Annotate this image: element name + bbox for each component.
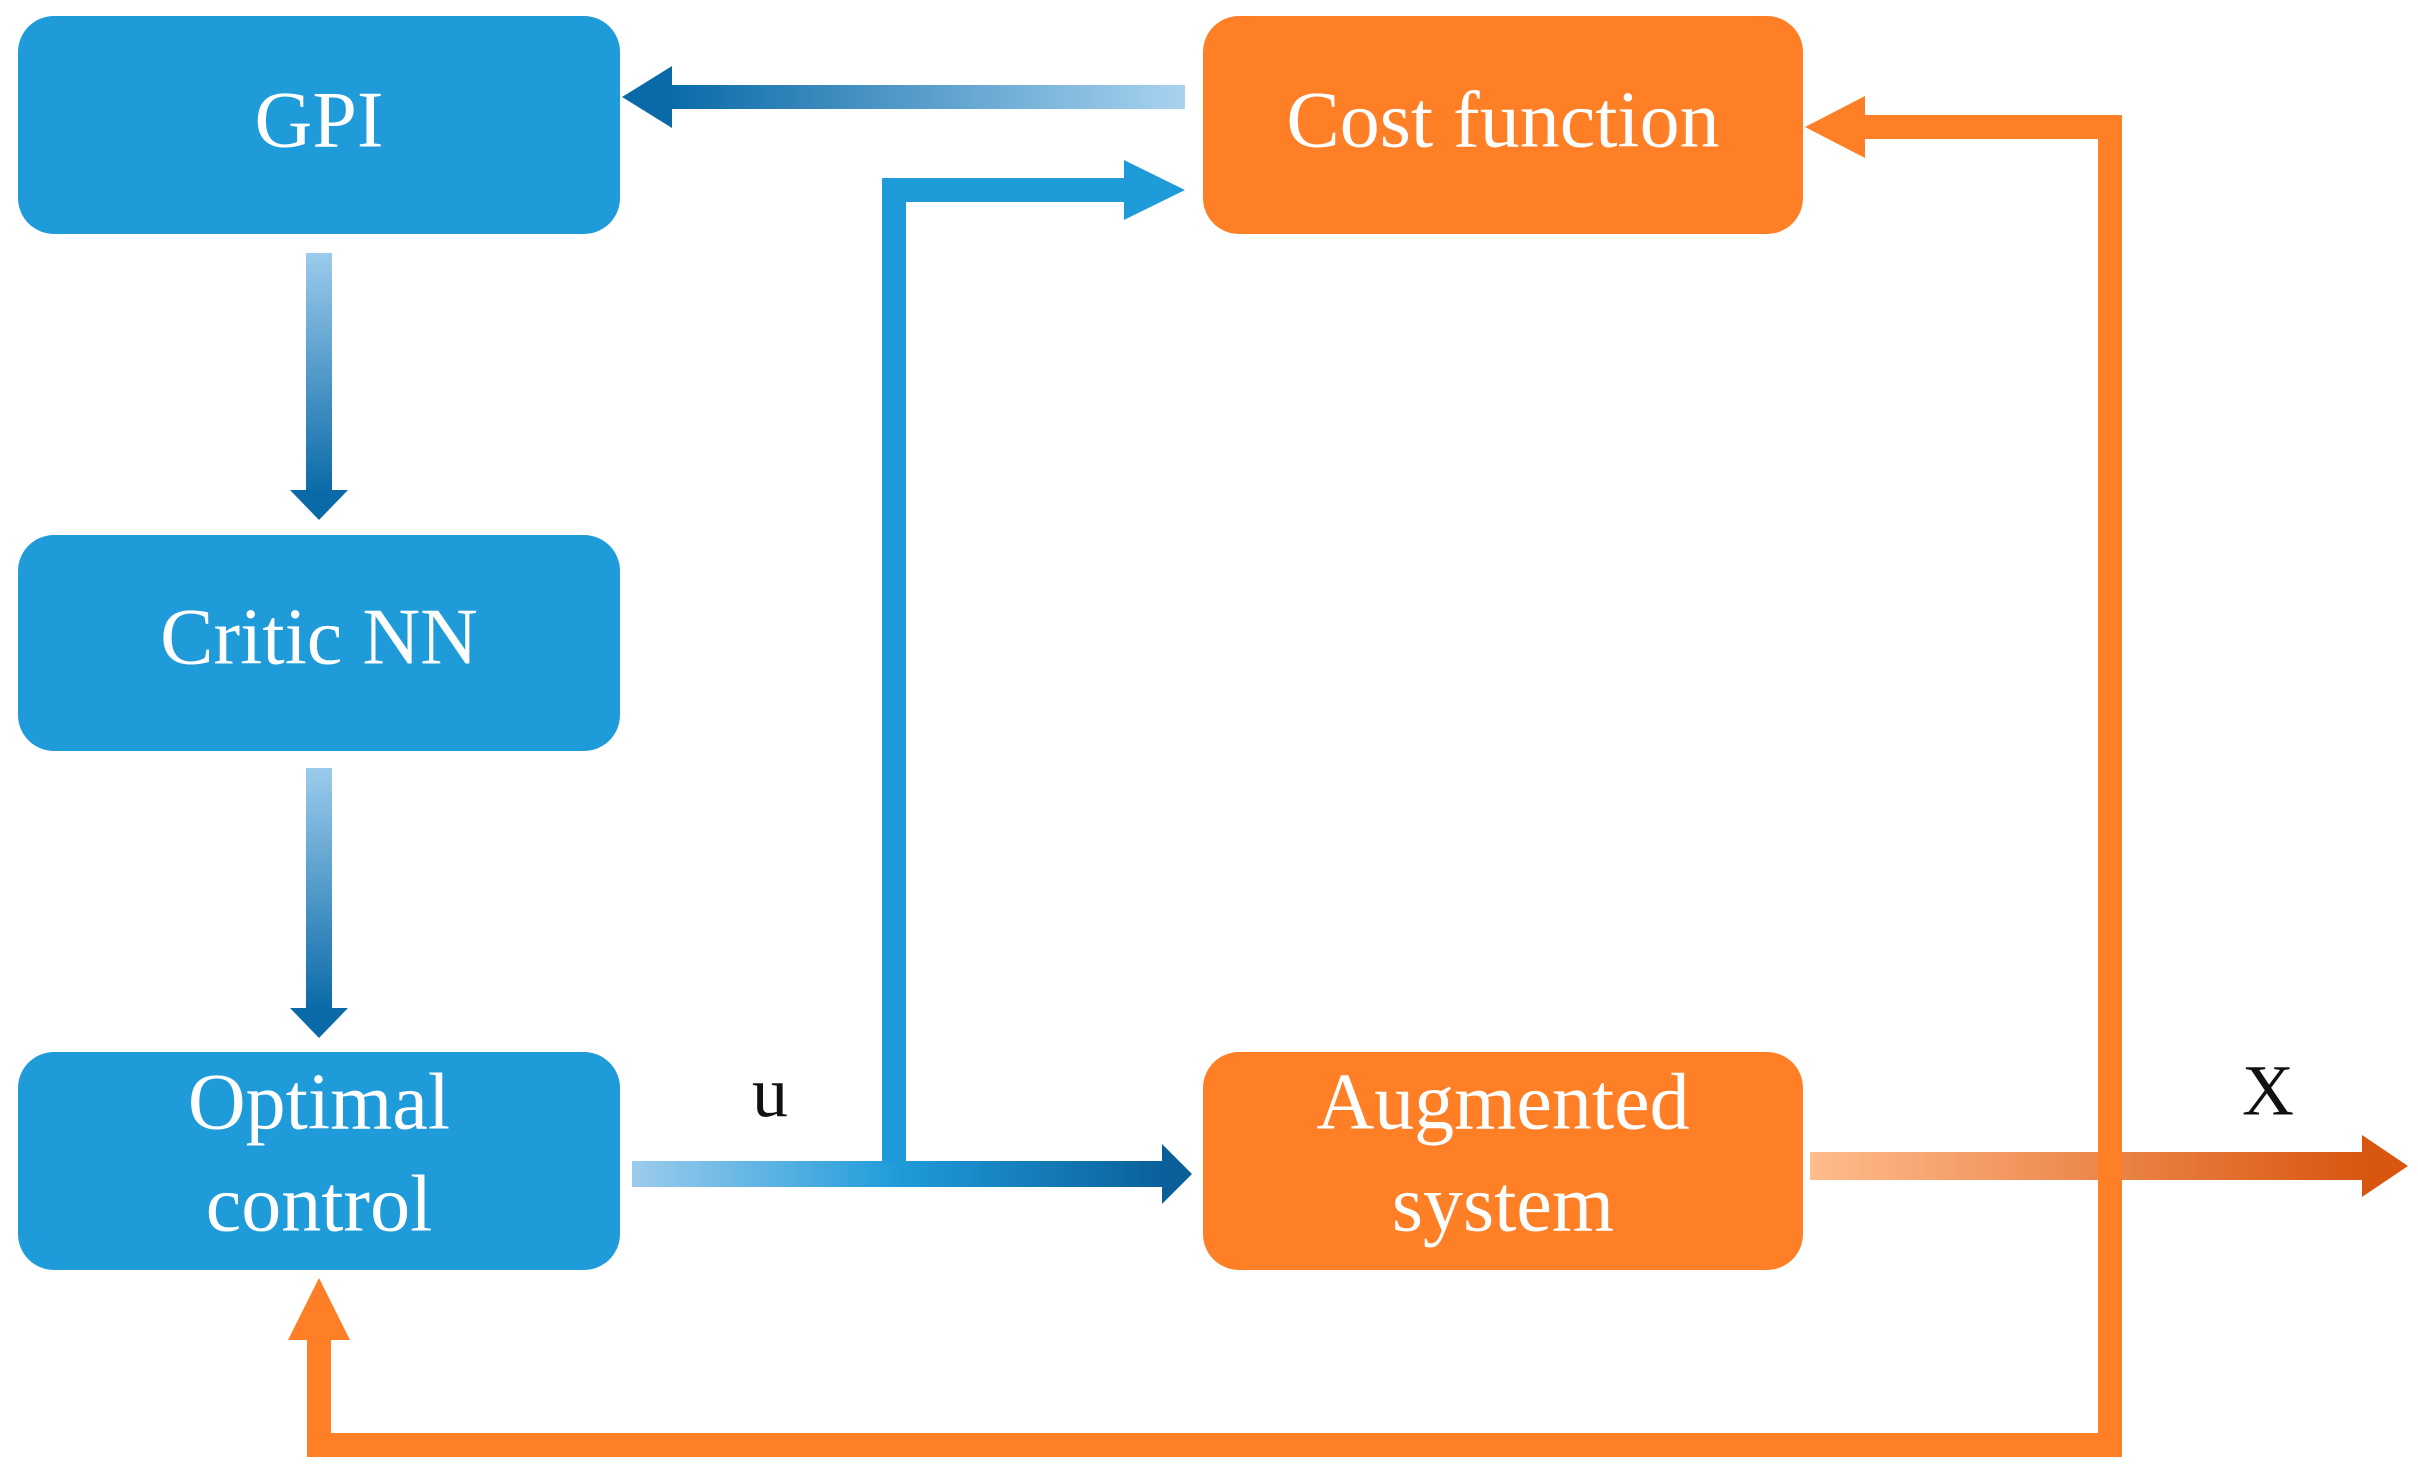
critic-nn-label: Critic NN <box>160 593 478 681</box>
control-signal-label: u <box>752 1053 788 1133</box>
control-to-cost-arrow <box>882 160 1185 1164</box>
cost-to-gpi-arrow <box>622 66 1185 128</box>
optimal-control-node[interactable]: Optimal control <box>18 1052 620 1270</box>
gpi-to-critic-arrow <box>290 253 348 520</box>
augmented-system-label-line1: Augmented <box>1316 1058 1689 1146</box>
optimal-control-label-line2: control <box>206 1160 433 1248</box>
augmented-system-label-line2: system <box>1392 1160 1614 1248</box>
augmented-system-node[interactable]: Augmented system <box>1203 1052 1803 1270</box>
state-feedback-loop <box>288 96 2122 1457</box>
gpi-node[interactable]: GPI <box>18 16 620 234</box>
control-to-system-arrow <box>632 1144 1192 1204</box>
cost-function-label: Cost function <box>1286 76 1719 164</box>
state-output-label: X <box>2242 1051 2294 1131</box>
system-output-arrow <box>1810 1135 2408 1197</box>
cost-function-node[interactable]: Cost function <box>1203 16 1803 234</box>
critic-nn-node[interactable]: Critic NN <box>18 535 620 751</box>
optimal-control-label-line1: Optimal <box>188 1058 450 1146</box>
gpi-label: GPI <box>255 76 384 164</box>
critic-to-control-arrow <box>290 768 348 1038</box>
